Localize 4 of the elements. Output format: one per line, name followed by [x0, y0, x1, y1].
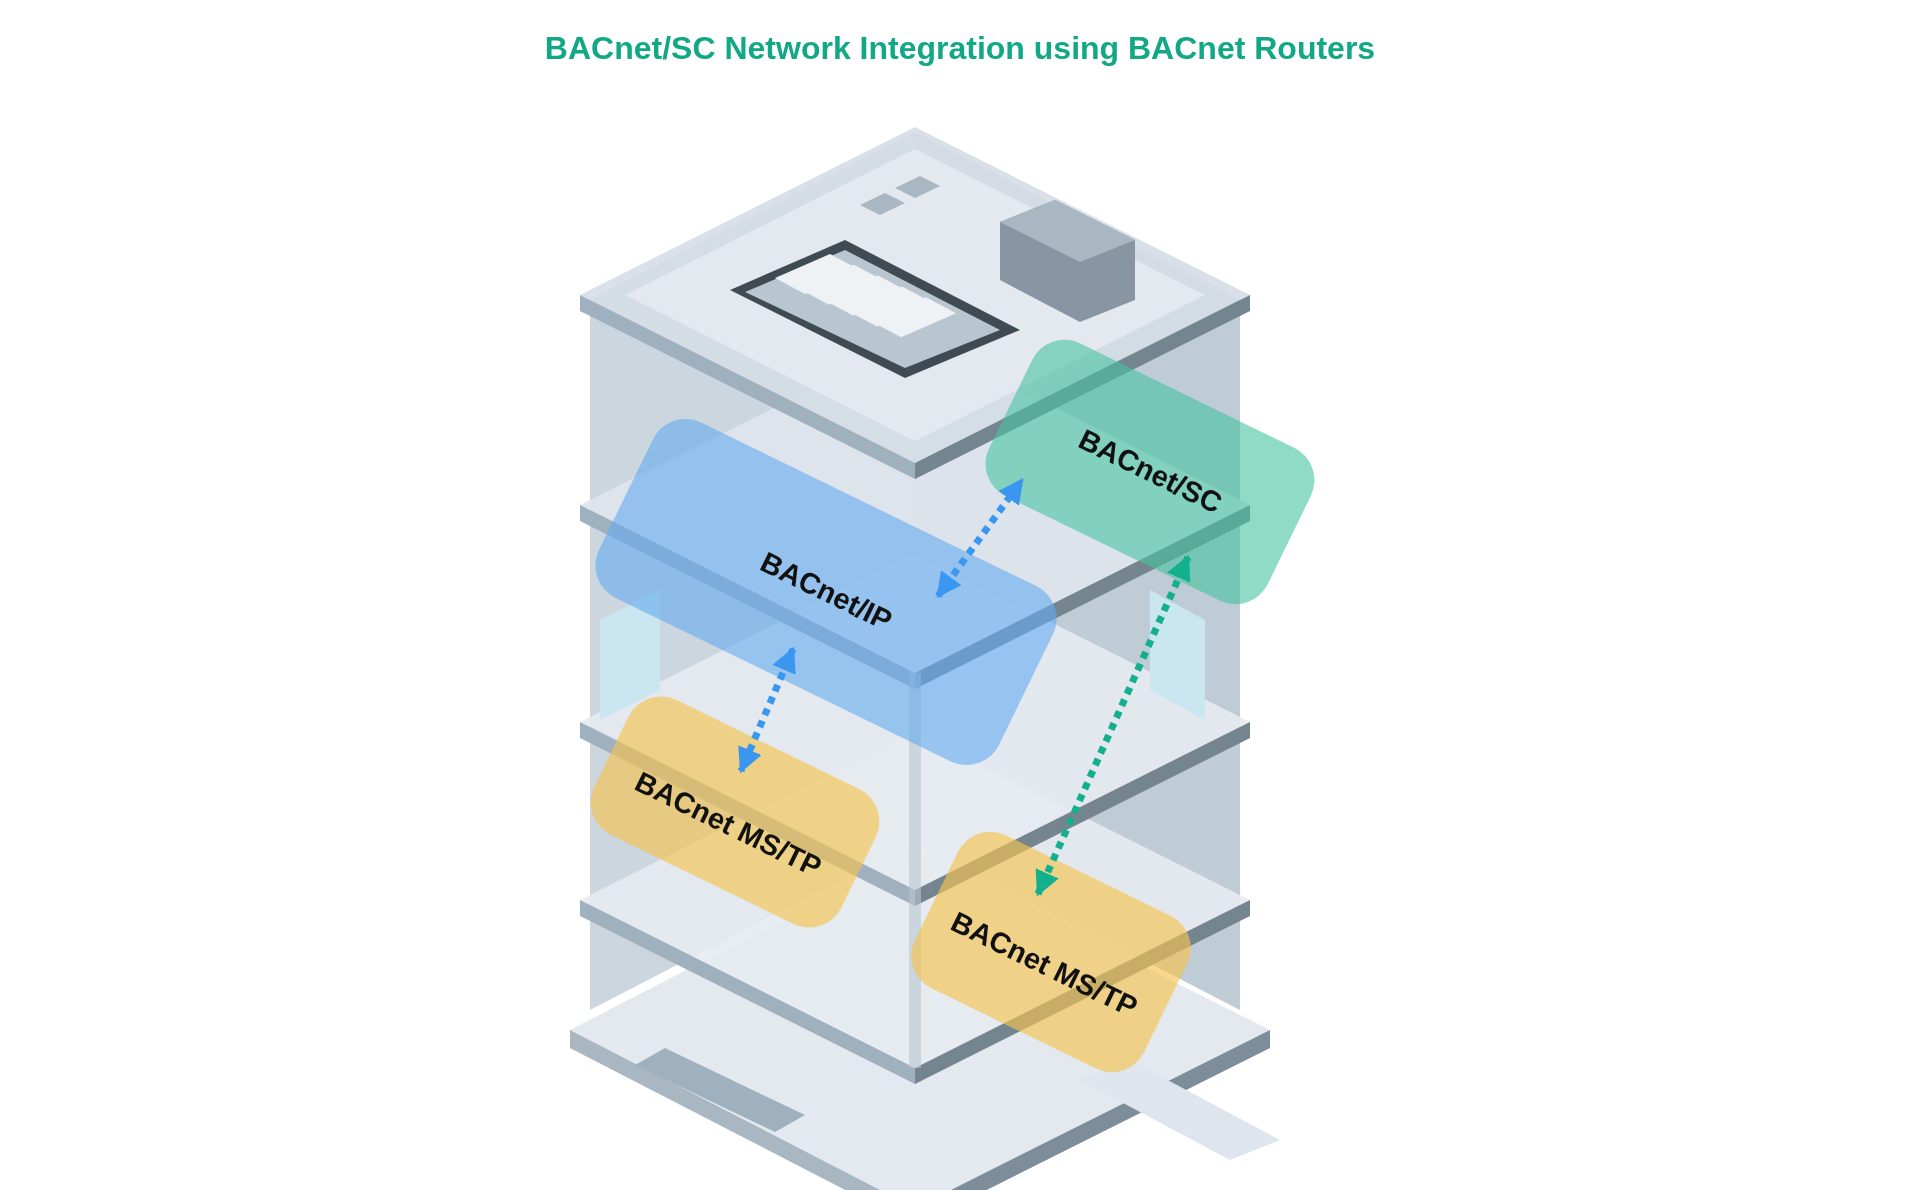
dotted-arrow: [737, 646, 797, 774]
dotted-arrow: [1034, 554, 1192, 897]
dotted-arrow: [935, 477, 1025, 599]
diagram-title: BACnet/SC Network Integration using BACnet Routers: [543, 30, 1377, 67]
